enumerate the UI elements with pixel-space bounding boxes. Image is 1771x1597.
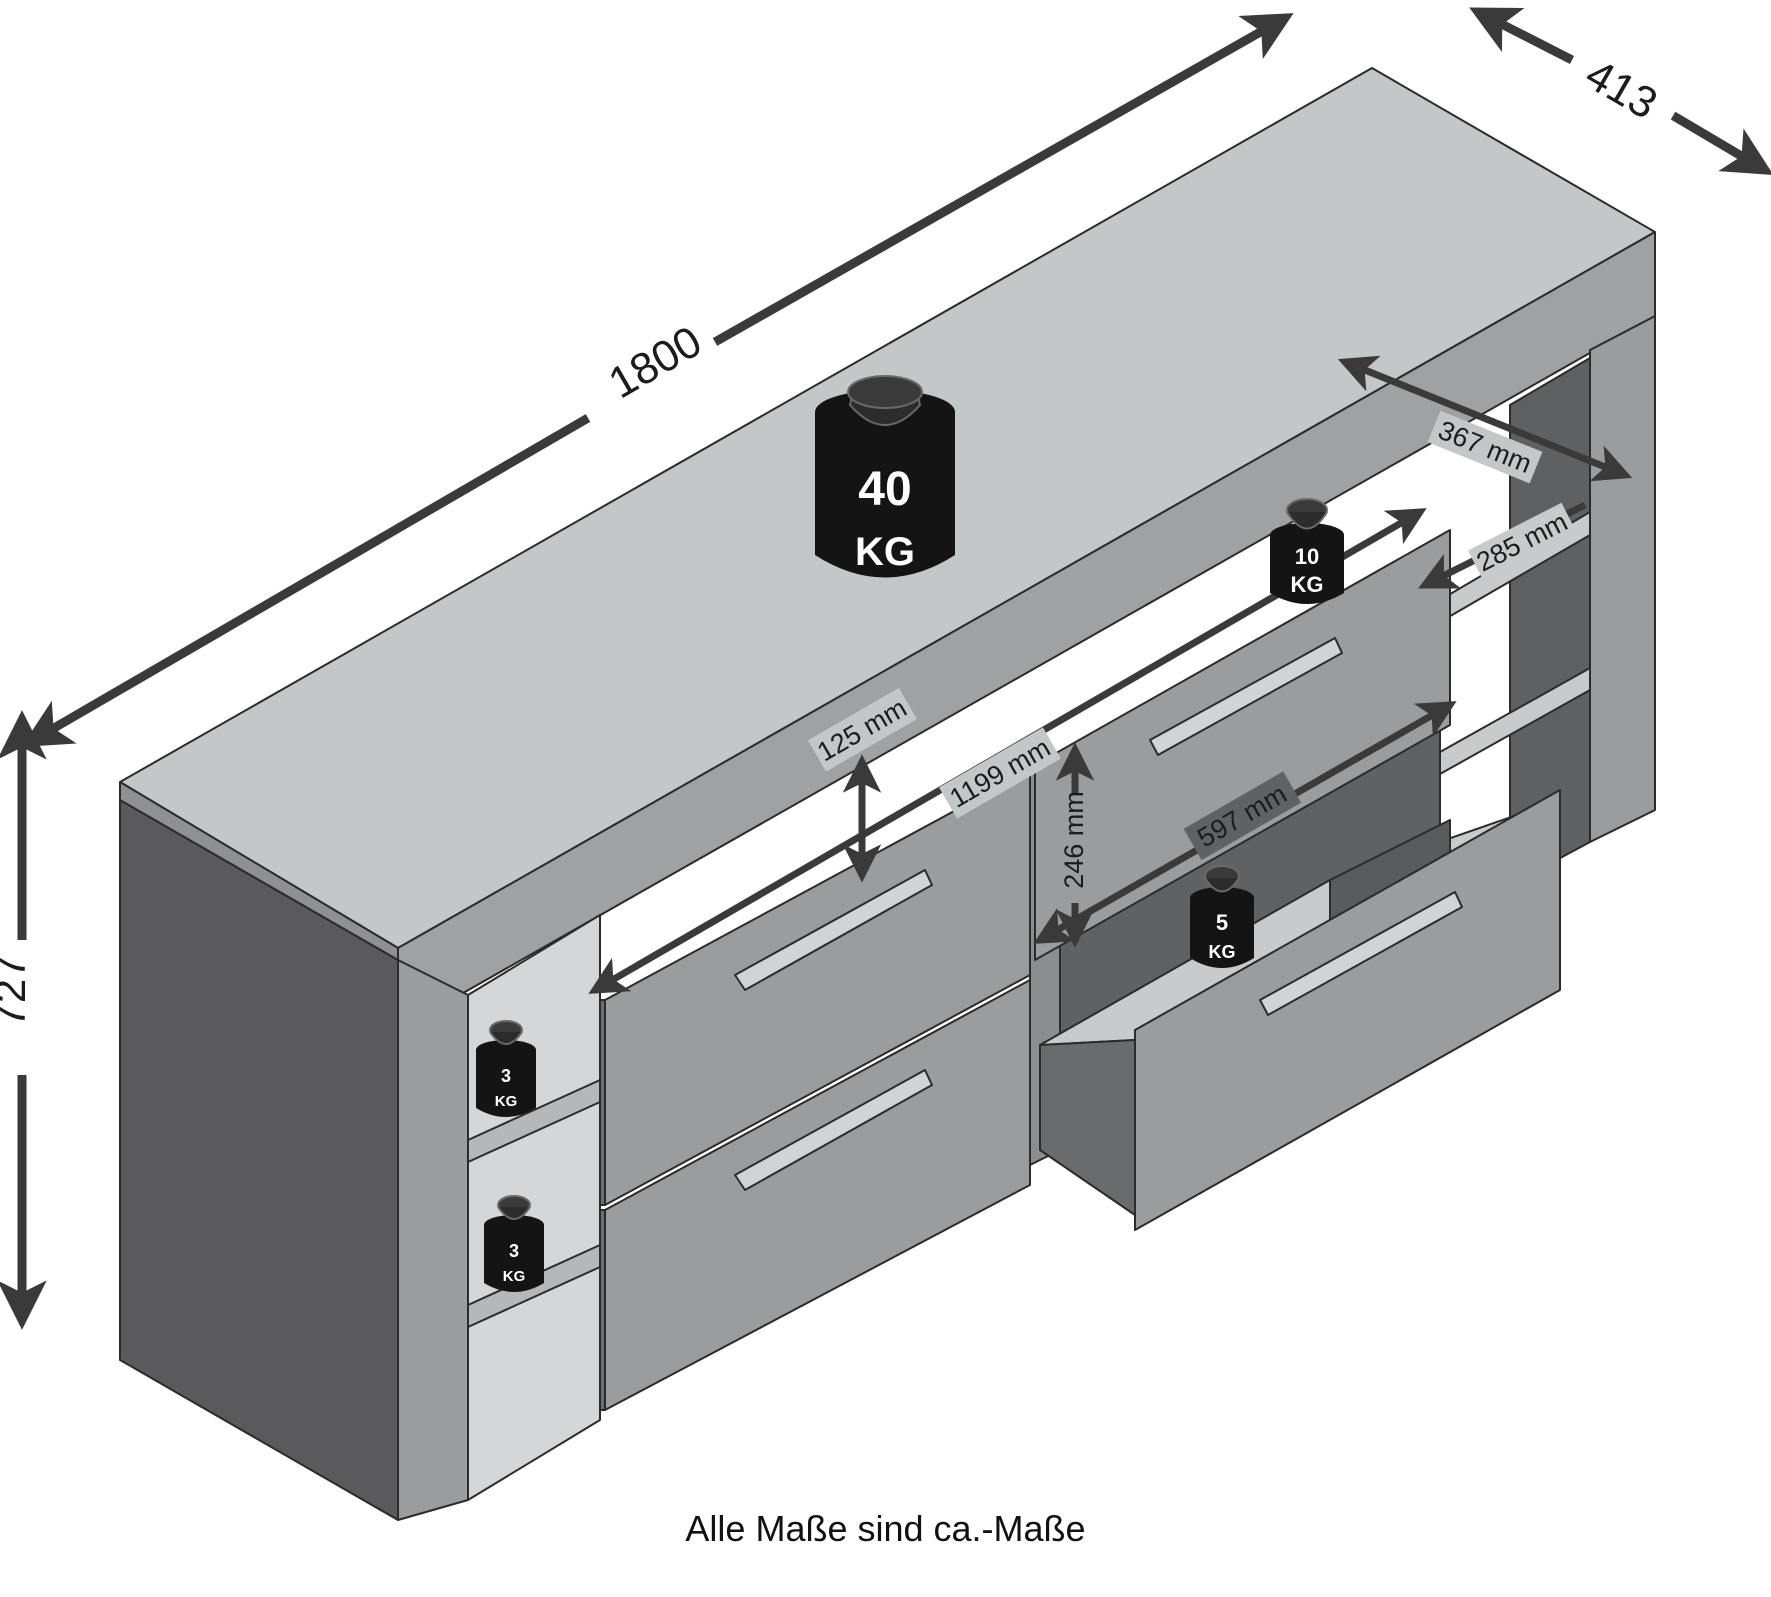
weight-shelf-lower-value: 3 xyxy=(509,1241,519,1261)
drawer-lower-left-side xyxy=(599,1209,606,1411)
open-drawer-left-side xyxy=(1039,1039,1136,1216)
weight-drawer-open-value: 5 xyxy=(1216,910,1228,935)
weight-drawer-top-right-value: 10 xyxy=(1295,544,1319,569)
weight-drawer-top-right-icon: 10 KG xyxy=(1270,498,1344,604)
weight-drawer-open-unit: KG xyxy=(1209,942,1236,962)
weight-drawer-top-right-unit: KG xyxy=(1291,572,1324,597)
weight-shelf-upper-icon: 3 KG xyxy=(476,1020,536,1117)
weight-shelf-lower-icon: 3 KG xyxy=(484,1195,544,1292)
arrow-width-left xyxy=(21,414,591,747)
weight-top-icon: 40 KG xyxy=(815,375,955,578)
left-compartment-back xyxy=(467,914,601,1501)
weight-top-value: 40 xyxy=(858,463,911,516)
label-drawer-height: 246 mm xyxy=(1059,791,1089,889)
weight-shelf-lower-unit: KG xyxy=(503,1268,526,1285)
right-column xyxy=(1589,315,1656,843)
arrow-width-right xyxy=(712,13,1294,346)
weight-shelf-upper-unit: KG xyxy=(495,1093,518,1110)
left-compartment-side xyxy=(397,959,469,1521)
cabinet xyxy=(119,67,1656,1521)
handle-lower-left[interactable] xyxy=(734,1069,933,1191)
weight-drawer-open-icon: 5 KG xyxy=(1190,865,1254,968)
arrow-depth-left xyxy=(1469,7,1575,65)
drawer-upper-left-side xyxy=(599,999,606,1206)
arrow-depth-right xyxy=(1669,111,1771,176)
arrow-inner-depth xyxy=(1337,355,1633,482)
weight-shelf-upper-value: 3 xyxy=(501,1066,511,1086)
caption: Alle Maße sind ca.-Maße xyxy=(685,1508,1086,1549)
dimension-lines xyxy=(0,7,1771,1330)
weight-top-unit: KG xyxy=(855,530,915,574)
label-height: 727 xyxy=(0,954,35,1027)
